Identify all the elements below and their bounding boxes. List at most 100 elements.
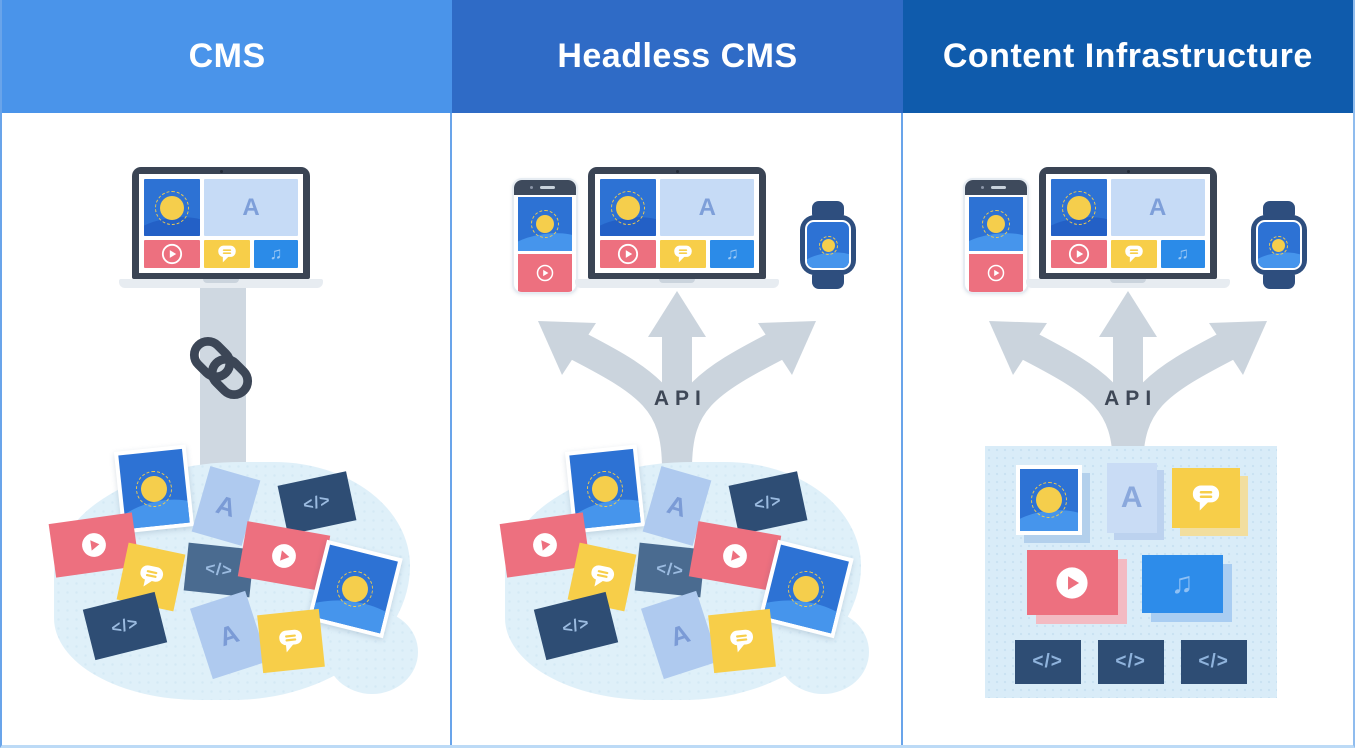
speaker-icon: [990, 186, 1006, 189]
camera-dot-icon: [530, 186, 534, 189]
speech-bubble-icon: [1191, 483, 1221, 513]
api-label: API: [1104, 387, 1158, 410]
smartwatch-device: [1250, 201, 1307, 289]
column-content-infrastructure: Content Infrastructure API A: [902, 0, 1353, 745]
column-header-headless-cms: Headless CMS: [452, 0, 903, 113]
music-tile: ♫: [254, 240, 298, 268]
play-icon: [79, 530, 108, 559]
play-icon: [536, 264, 554, 282]
speech-bubble-icon: [136, 562, 167, 593]
comment-tile: [1110, 240, 1157, 268]
sun-icon: [155, 190, 189, 225]
play-icon: [617, 243, 639, 265]
chain-link-icon: [186, 333, 256, 408]
image-thumb: [763, 544, 850, 634]
camera-dot-icon: [980, 186, 984, 189]
speech-bubble-icon: [673, 244, 693, 264]
video-tile: [144, 240, 200, 268]
column-header-cms: CMS: [2, 0, 453, 113]
sun-icon: [531, 210, 560, 238]
laptop-webpage: A ♫: [139, 174, 303, 273]
image-tile: [1050, 179, 1107, 236]
video-content-card: [1026, 550, 1118, 615]
sun-icon: [1030, 482, 1067, 518]
api-label: API: [653, 387, 707, 410]
music-content-card: ♫: [1141, 555, 1223, 613]
laptop-screen: A ♫: [132, 167, 310, 279]
speech-bubble-icon: [217, 244, 237, 264]
music-tile: ♫: [1160, 240, 1205, 268]
text-tile: A: [660, 179, 755, 236]
video-tile: [518, 254, 573, 292]
video-tile: [600, 240, 657, 268]
laptop-screen: A ♫: [588, 167, 767, 279]
video-tile: [968, 254, 1023, 292]
phone-top-bezel: [514, 180, 577, 195]
column-body-cms: A ♫ A </> </> </> A: [2, 113, 453, 745]
phone-screen: [968, 197, 1023, 292]
image-content-card: [1015, 465, 1082, 535]
sun-icon: [339, 573, 371, 605]
column-headless-cms: Headless CMS API A: [452, 0, 903, 745]
api-arrows-icon: API: [512, 289, 842, 469]
text-content-card: A: [1106, 463, 1157, 533]
laptop-base: [1025, 279, 1230, 288]
speaker-icon: [540, 186, 556, 189]
code-content-card: </>: [1180, 640, 1247, 684]
image-tile: [518, 197, 573, 251]
laptop-screen: A ♫: [1038, 167, 1217, 279]
column-title: Headless CMS: [557, 37, 798, 75]
image-tile: [144, 179, 200, 236]
music-tile: ♫: [710, 240, 755, 268]
play-icon: [161, 243, 183, 265]
column-title: CMS: [188, 37, 266, 75]
home-button: [965, 292, 1027, 294]
image-tile: [600, 179, 657, 236]
code-content-card: </>: [1097, 640, 1164, 684]
phone-top-bezel: [964, 180, 1027, 195]
play-icon: [531, 530, 560, 559]
laptop-device: A ♫: [575, 167, 780, 288]
smartwatch-device: [800, 201, 857, 289]
play-icon: [720, 541, 750, 571]
sun-icon: [139, 474, 169, 504]
play-icon: [269, 541, 299, 571]
image-thumb: [312, 544, 398, 634]
speech-bubble-icon: [728, 627, 757, 656]
text-tile: A: [1110, 179, 1205, 236]
phone-screen: [518, 197, 573, 292]
sun-icon: [790, 573, 823, 605]
sun-icon: [591, 474, 620, 504]
play-icon: [1055, 566, 1089, 600]
speech-bubble-icon: [1124, 244, 1144, 264]
laptop-base: [119, 279, 323, 288]
laptop-webpage: A ♫: [1045, 174, 1210, 273]
watch-strap: [1262, 201, 1295, 216]
speech-bubble-icon: [587, 562, 618, 593]
play-icon: [987, 264, 1005, 282]
phone-device: [962, 178, 1029, 294]
code-content-card: </>: [1014, 640, 1081, 684]
column-title: Content Infrastructure: [942, 37, 1313, 75]
watch-screen: [1255, 220, 1302, 270]
column-cms: CMS A ♫ A: [2, 0, 453, 745]
sun-icon: [1061, 190, 1096, 225]
sun-icon: [981, 210, 1010, 238]
sun-icon: [611, 190, 646, 225]
image-thumb: [1019, 469, 1078, 531]
column-body-headless-cms: API A ♫: [452, 113, 903, 745]
api-arrows-icon: API: [963, 289, 1293, 469]
sun-icon: [1269, 235, 1289, 255]
comment-tile: [660, 240, 707, 268]
comment-content-card: [708, 608, 777, 674]
structured-content-panel: A ♫ </> </> </>: [984, 446, 1277, 698]
comment-tile: [204, 240, 250, 268]
home-button: [514, 292, 576, 294]
phone-device: [512, 178, 579, 294]
comment-content-card: [1171, 468, 1240, 528]
video-tile: [1050, 240, 1107, 268]
watch-strap: [812, 274, 845, 289]
speech-bubble-icon: [277, 627, 306, 656]
laptop-webpage: A ♫: [595, 174, 760, 273]
